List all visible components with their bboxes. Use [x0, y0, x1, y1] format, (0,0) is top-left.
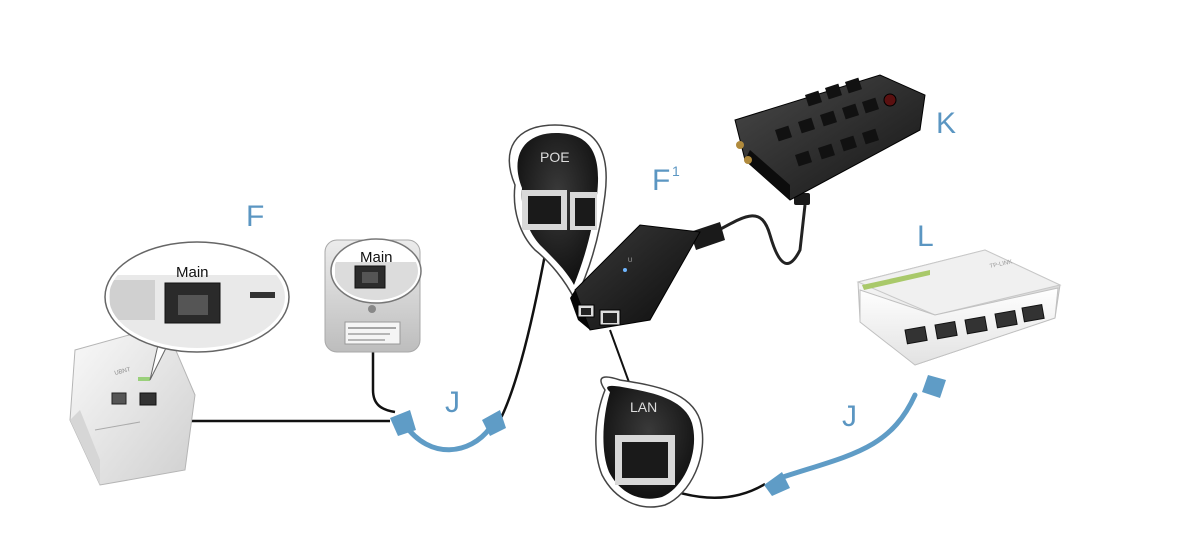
surge-outlet-2	[825, 83, 843, 100]
power-cord-connector-poe	[690, 222, 725, 250]
label-f1-superscript: 1	[672, 163, 680, 179]
surge-outlet-1	[805, 90, 823, 107]
antenna-callout-label: Main	[176, 264, 209, 281]
label-j-left: J	[445, 386, 460, 419]
router-callout-label: Main	[360, 249, 393, 266]
poe-injector: U	[570, 224, 701, 331]
surge-coax-jack-2	[744, 156, 752, 164]
surge-outlet-3	[845, 77, 863, 94]
lan-port-label: LAN	[630, 399, 657, 415]
switch-port-2	[934, 320, 958, 340]
switch-brand-logo: TP-LINK	[989, 259, 1013, 270]
label-l: L	[917, 220, 934, 253]
blue-connector-j-right-a	[764, 472, 790, 496]
cables	[149, 193, 810, 499]
network-switch: TP-LINK	[856, 249, 1062, 366]
blue-cables	[390, 375, 946, 496]
antenna-device: UBNT	[69, 324, 196, 486]
switch-port-4	[994, 309, 1018, 329]
surge-coax-jack-1	[736, 141, 744, 149]
router-callout: Main	[330, 238, 422, 304]
poe-port-callout: POE	[508, 124, 607, 302]
surge-protector	[734, 74, 926, 201]
black-cable-poe	[498, 231, 551, 421]
surge-outlet-6	[820, 110, 838, 127]
surge-outlet-12	[861, 128, 880, 145]
blue-connector-j-right-b	[922, 375, 946, 398]
surge-power-switch	[883, 93, 897, 107]
surge-outlet-8	[861, 97, 880, 114]
blue-connector-j-left-b	[482, 410, 506, 436]
blue-cable-j-right	[777, 392, 918, 481]
antenna-port-main	[139, 392, 157, 406]
label-j-right: J	[842, 400, 857, 433]
label-f: F	[246, 200, 264, 233]
poe-injector-logo: U	[628, 258, 632, 264]
surge-outlet-4	[775, 125, 793, 142]
surge-outlet-10	[817, 143, 836, 160]
antenna-led	[138, 377, 150, 381]
switch-port-5	[1021, 303, 1045, 323]
blue-connector-j-left-a	[390, 410, 416, 436]
poe-port-label: POE	[540, 149, 570, 165]
surge-outlet-5	[797, 117, 816, 134]
poe-power-led	[623, 268, 627, 272]
label-k: K	[936, 107, 956, 140]
switch-port-1	[904, 325, 928, 345]
surge-outlet-11	[840, 135, 858, 152]
surge-outlet-7	[841, 103, 860, 120]
lan-port-callout: LAN	[595, 376, 704, 508]
power-cord	[699, 204, 807, 265]
label-f1: F	[652, 164, 670, 197]
switch-port-3	[964, 315, 988, 335]
router-button	[368, 305, 376, 313]
router-info-sticker	[344, 321, 401, 345]
black-cable-router	[371, 338, 396, 414]
surge-outlet-9	[795, 150, 813, 167]
antenna-port-secondary	[111, 392, 127, 405]
antenna-callout: Main	[104, 241, 290, 381]
blue-cable-j-left	[402, 422, 493, 453]
antenna-brand-logo: UBNT	[114, 367, 132, 377]
